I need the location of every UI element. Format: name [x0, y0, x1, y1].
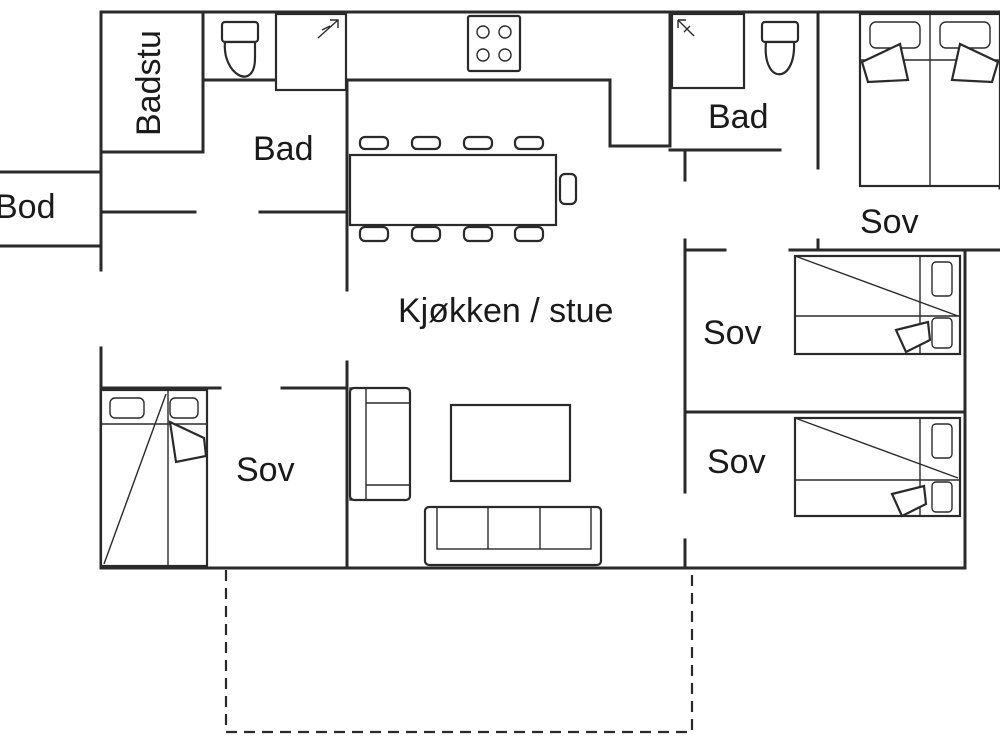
storage-room-walls	[0, 170, 103, 248]
sov-left-label: Sov	[236, 451, 295, 489]
stove-icon	[466, 14, 522, 73]
single-bed-lower-icon	[793, 416, 962, 518]
bad-left-label: Bad	[253, 130, 314, 168]
right-shower-icon	[670, 12, 746, 90]
tv-icon	[449, 403, 572, 483]
right-toilet-icon	[760, 20, 800, 76]
single-bed-upper-icon	[793, 254, 962, 356]
sov-low-right-label: Sov	[707, 443, 766, 481]
kjokken-stue-label: Kjøkken / stue	[398, 292, 613, 330]
bad-right-label: Bad	[708, 98, 769, 136]
single-bed-left-icon	[99, 388, 209, 568]
bod-label: Bod	[0, 188, 56, 226]
sofa-icon	[423, 505, 603, 567]
dining-table-icon	[348, 135, 578, 243]
sov-top-right-label: Sov	[860, 203, 919, 241]
left-shower-icon	[274, 12, 348, 92]
terrace-outline	[224, 570, 694, 734]
double-bed-icon	[858, 12, 1000, 188]
sov-mid-right-label: Sov	[703, 314, 762, 352]
left-toilet-icon	[220, 20, 260, 78]
armchair-icon	[348, 386, 412, 502]
badstu-label: Badstu	[130, 30, 168, 136]
exterior-walls	[99, 10, 1000, 570]
interior-walls	[99, 10, 967, 570]
